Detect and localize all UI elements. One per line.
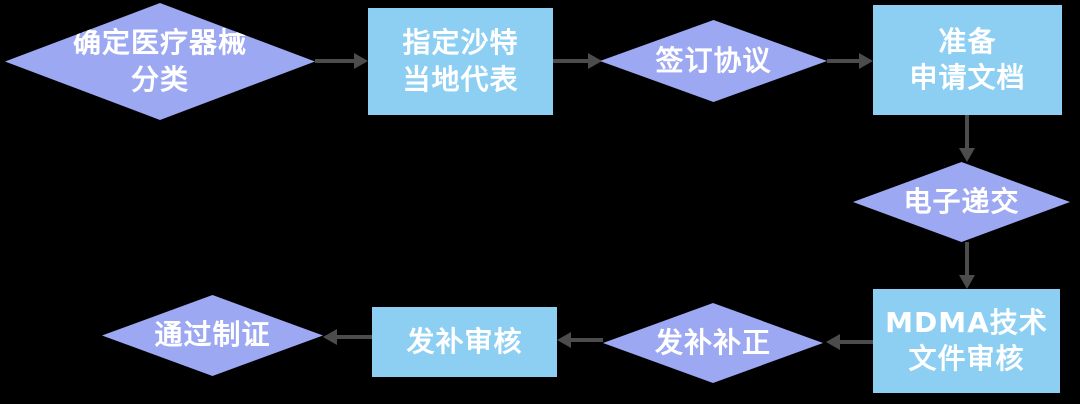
arrow-supplement-review-to-certificate bbox=[323, 329, 372, 345]
flow-node-e-submission: 电子递交 bbox=[853, 162, 1070, 242]
arrow-shaft bbox=[837, 340, 873, 344]
flow-node-local-rep: 指定沙特 当地代表 bbox=[368, 8, 553, 115]
flow-node-classify-device: 确定医疗器械 分类 bbox=[5, 3, 315, 120]
flow-node-sign-agreement: 签订协议 bbox=[600, 20, 827, 102]
arrowhead-right-icon bbox=[354, 53, 368, 69]
arrow-shaft bbox=[568, 338, 603, 342]
arrowhead-right-icon bbox=[859, 53, 873, 69]
arrow-shaft bbox=[315, 59, 357, 63]
arrow-shaft bbox=[827, 59, 862, 63]
arrow-shaft bbox=[334, 335, 372, 339]
node-label-e-submission: 电子递交 bbox=[903, 184, 1020, 218]
node-label-supplement-review: 发补审核 bbox=[406, 324, 523, 358]
flow-node-mdma-review: MDMA技术 文件审核 bbox=[873, 289, 1060, 393]
flow-node-prepare-docs: 准备 申请文档 bbox=[873, 5, 1062, 115]
arrow-mdma-review-to-supplement-correct bbox=[826, 334, 873, 350]
arrow-shaft bbox=[553, 59, 591, 63]
flow-node-supplement-review: 发补审核 bbox=[372, 307, 557, 377]
arrow-shaft bbox=[965, 242, 969, 278]
arrowhead-down-icon bbox=[959, 275, 975, 289]
node-label-supplement-correct: 发补补正 bbox=[654, 325, 771, 359]
arrow-local-rep-to-agreement bbox=[553, 53, 602, 69]
arrowhead-down-icon bbox=[959, 148, 975, 162]
arrow-classify-to-local-rep bbox=[315, 53, 368, 69]
arrowhead-left-icon bbox=[826, 334, 840, 350]
arrow-prepare-docs-to-e-submission bbox=[959, 115, 975, 162]
flow-node-certificate-issued: 通过制证 bbox=[102, 295, 323, 376]
node-label-classify-device: 确定医疗器械 分类 bbox=[72, 26, 247, 96]
arrow-agreement-to-prepare-docs bbox=[827, 53, 873, 69]
arrowhead-right-icon bbox=[588, 53, 602, 69]
arrowhead-left-icon bbox=[323, 329, 337, 345]
node-label-prepare-docs: 准备 申请文档 bbox=[909, 24, 1026, 94]
arrow-e-submission-to-mdma-review bbox=[959, 242, 975, 289]
node-label-local-rep: 指定沙特 当地代表 bbox=[402, 26, 519, 96]
arrow-shaft bbox=[965, 115, 969, 151]
node-label-mdma-review: MDMA技术 文件审核 bbox=[885, 305, 1048, 375]
arrowhead-left-icon bbox=[557, 332, 571, 348]
node-label-certificate-issued: 通过制证 bbox=[154, 318, 271, 352]
flow-node-supplement-correct: 发补补正 bbox=[603, 303, 823, 383]
node-label-sign-agreement: 签订协议 bbox=[655, 43, 772, 77]
arrow-supplement-correct-to-supplement-review bbox=[557, 332, 603, 348]
